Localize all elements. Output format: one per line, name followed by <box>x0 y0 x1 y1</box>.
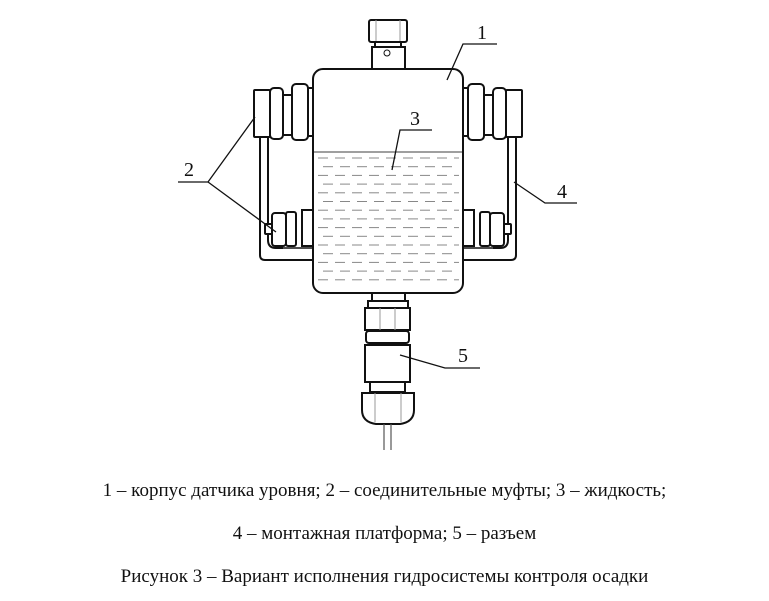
coupling-right <box>467 83 485 141</box>
coupling-left <box>271 212 287 247</box>
coupling-right <box>489 212 505 247</box>
top-nut <box>368 19 408 43</box>
legend-line-1: 1 – корпус датчика уровня; 2 – соедините… <box>102 480 667 501</box>
coupling-right <box>492 87 507 140</box>
mounting-platform-right <box>463 137 517 261</box>
coupling-right <box>505 89 523 138</box>
cable-gland <box>361 392 415 425</box>
legend-line-2: 4 – монтажная платформа; 5 – разъем <box>232 523 537 544</box>
coupling-left <box>291 83 309 141</box>
leader-1 <box>446 43 497 81</box>
label-5: 5 <box>458 345 468 367</box>
coupling-left <box>269 87 284 140</box>
connector-nut <box>364 307 411 331</box>
coupling-left <box>301 209 314 247</box>
coupling-right <box>462 87 469 137</box>
coupling-left <box>253 89 271 138</box>
sensor-body <box>312 68 464 294</box>
mounting-platform-left <box>259 137 313 261</box>
coupling-left <box>282 94 293 136</box>
figure-caption: Рисунок 3 – Вариант исполнения гидросист… <box>120 566 649 587</box>
coupling-left <box>285 211 297 247</box>
label-1: 1 <box>477 22 487 44</box>
coupling-right <box>479 211 491 247</box>
coupling-right <box>483 94 494 136</box>
label-3: 3 <box>410 108 420 130</box>
label-2: 2 <box>184 159 194 181</box>
leader-5 <box>399 354 480 369</box>
leader-3 <box>391 129 432 171</box>
coupling-left <box>307 87 314 137</box>
leader-4 <box>513 181 577 204</box>
cable <box>383 424 392 450</box>
label-4: 4 <box>557 181 567 203</box>
connector-body <box>364 344 411 383</box>
coupling-right <box>462 209 475 247</box>
